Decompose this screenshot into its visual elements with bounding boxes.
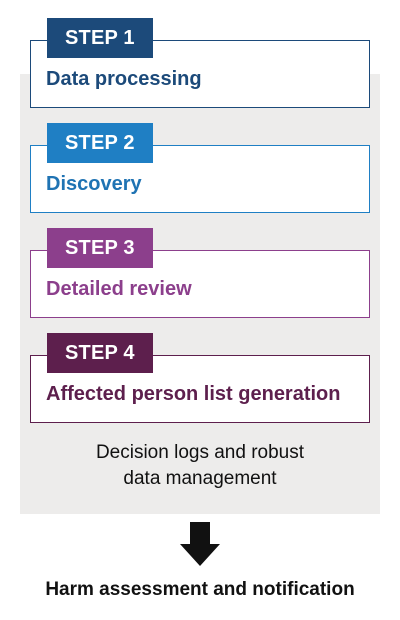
step-2-box: STEP 2 Discovery: [30, 123, 370, 213]
step-3-title: Detailed review: [46, 278, 192, 300]
decision-logs-line-2: data management: [123, 468, 277, 489]
step-4-title: Affected person list generation: [46, 383, 341, 405]
down-arrow-icon: [180, 522, 220, 566]
step-2-title: Discovery: [46, 173, 142, 195]
decision-logs-note: Decision logs and robust data management: [20, 440, 380, 492]
step-3-badge: STEP 3: [47, 228, 153, 268]
step-1-badge: STEP 1: [47, 18, 153, 58]
decision-logs-line-1: Decision logs and robust: [95, 442, 305, 463]
step-4-badge: STEP 4: [47, 333, 153, 373]
step-1-title: Data processing: [46, 68, 202, 90]
step-1-box: STEP 1 Data processing: [30, 18, 370, 108]
outcome-label: Harm assessment and notification: [45, 579, 355, 600]
step-3-box: STEP 3 Detailed review: [30, 228, 370, 318]
step-4-box: STEP 4 Affected person list generation: [30, 333, 370, 423]
step-2-badge: STEP 2: [47, 123, 153, 163]
